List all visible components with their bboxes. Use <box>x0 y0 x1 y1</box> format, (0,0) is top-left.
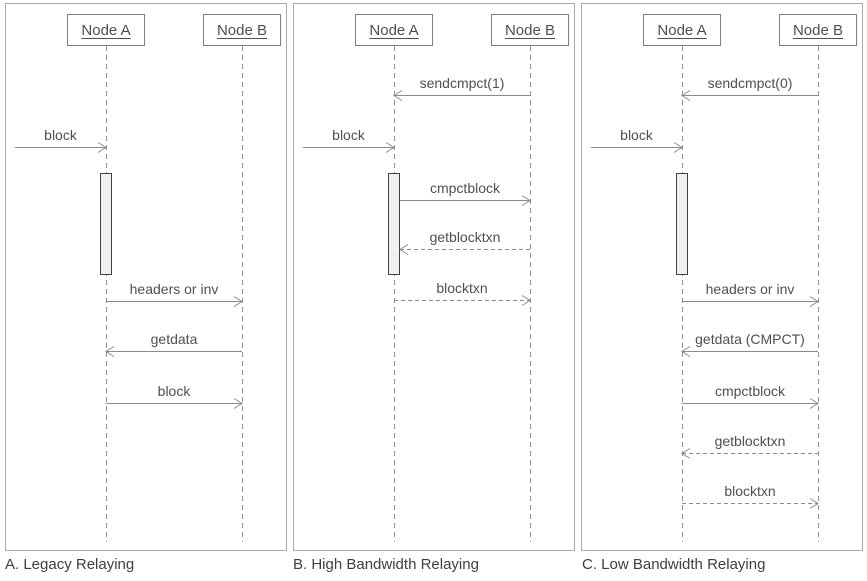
message-line-block <box>106 403 242 404</box>
arrowhead-blocktxn <box>521 295 531 306</box>
arrowhead-getdata-cmpct <box>681 346 691 357</box>
arrowhead-cmpctblock <box>809 398 819 409</box>
message-label-blocktxn: blocktxn <box>436 280 488 296</box>
node-b-box: Node B <box>779 14 857 46</box>
message-label-cmpctblock: cmpctblock <box>429 180 501 196</box>
message-line-headers-or-inv <box>106 301 242 302</box>
caption-high-bandwidth-relaying: B. High Bandwidth Relaying <box>293 556 479 573</box>
node-a-box: Node A <box>355 14 433 46</box>
arrowhead-block <box>673 142 683 153</box>
node-b-box: Node B <box>203 14 281 46</box>
activation-bar <box>100 173 112 275</box>
arrowhead-headers-or-inv <box>233 296 243 307</box>
message-label-headers-or-inv: headers or inv <box>129 281 219 297</box>
message-line-getdata <box>106 351 242 352</box>
message-line-blocktxn <box>682 503 818 504</box>
message-label-block: block <box>44 127 77 143</box>
node-b-label: Node B <box>216 21 268 39</box>
caption-low-bandwidth-relaying: C. Low Bandwidth Relaying <box>582 556 766 573</box>
message-line-sendcmpct-0 <box>682 95 818 96</box>
node-b-box: Node B <box>491 14 569 46</box>
message-line-block <box>15 147 106 148</box>
message-line-getdata-cmpct <box>682 351 818 352</box>
activation-bar <box>388 173 400 275</box>
message-label-block: block <box>332 127 365 143</box>
arrowhead-sendcmpct-1 <box>393 90 403 101</box>
message-line-blocktxn <box>394 300 530 301</box>
activation-bar <box>676 173 688 275</box>
panel-low-bandwidth-relaying: Node A Node B sendcmpct(0) block headers or … <box>581 3 863 551</box>
message-line-getblocktxn <box>682 453 818 454</box>
message-label-headers-or-inv: headers or inv <box>705 281 795 297</box>
message-line-headers-or-inv <box>682 301 818 302</box>
node-a-label: Node A <box>81 21 131 39</box>
message-label-blocktxn: blocktxn <box>724 483 776 499</box>
message-label-getblocktxn: getblocktxn <box>714 433 786 449</box>
message-label-getdata-cmpct: getdata (CMPCT) <box>695 331 805 347</box>
message-label-sendcmpct-0: sendcmpct(0) <box>707 75 793 91</box>
node-a-lifeline <box>682 46 683 542</box>
message-line-block <box>591 147 682 148</box>
node-a-label: Node A <box>657 21 707 39</box>
panel-high-bandwidth-relaying: Node A Node B sendcmpct(1) block cmpctblock g… <box>293 3 575 551</box>
caption-legacy-relaying: A. Legacy Relaying <box>5 556 135 573</box>
message-line-sendcmpct-1 <box>394 95 530 96</box>
node-a-label: Node A <box>369 21 419 39</box>
arrowhead-block <box>233 398 243 409</box>
arrowhead-getblocktxn <box>399 244 409 255</box>
panel-legacy-relaying: Node A Node B block headers or inv getdata bl… <box>5 3 287 551</box>
node-a-lifeline <box>106 46 107 542</box>
node-a-box: Node A <box>643 14 721 46</box>
node-a-lifeline <box>394 46 395 542</box>
node-b-lifeline <box>818 46 819 542</box>
node-b-label: Node B <box>792 21 844 39</box>
message-label-block: block <box>157 383 191 399</box>
arrowhead-getblocktxn <box>681 448 691 459</box>
message-label-block: block <box>620 127 653 143</box>
message-line-getblocktxn <box>400 249 530 250</box>
message-line-block <box>303 147 394 148</box>
node-a-box: Node A <box>67 14 145 46</box>
message-label-cmpctblock: cmpctblock <box>714 383 786 399</box>
message-label-sendcmpct-1: sendcmpct(1) <box>419 75 505 91</box>
node-b-label: Node B <box>504 21 556 39</box>
message-label-getblocktxn: getblocktxn <box>429 229 501 245</box>
arrowhead-cmpctblock <box>521 195 531 206</box>
arrowhead-sendcmpct-0 <box>681 90 691 101</box>
arrowhead-getdata <box>105 346 115 357</box>
arrowhead-headers-or-inv <box>809 296 819 307</box>
message-line-cmpctblock <box>682 403 818 404</box>
message-label-getdata: getdata <box>150 331 198 347</box>
message-line-cmpctblock <box>400 200 530 201</box>
node-b-lifeline <box>530 46 531 542</box>
arrowhead-blocktxn <box>809 498 819 509</box>
arrowhead-block <box>97 142 107 153</box>
node-b-lifeline <box>242 46 243 542</box>
arrowhead-block <box>385 142 395 153</box>
